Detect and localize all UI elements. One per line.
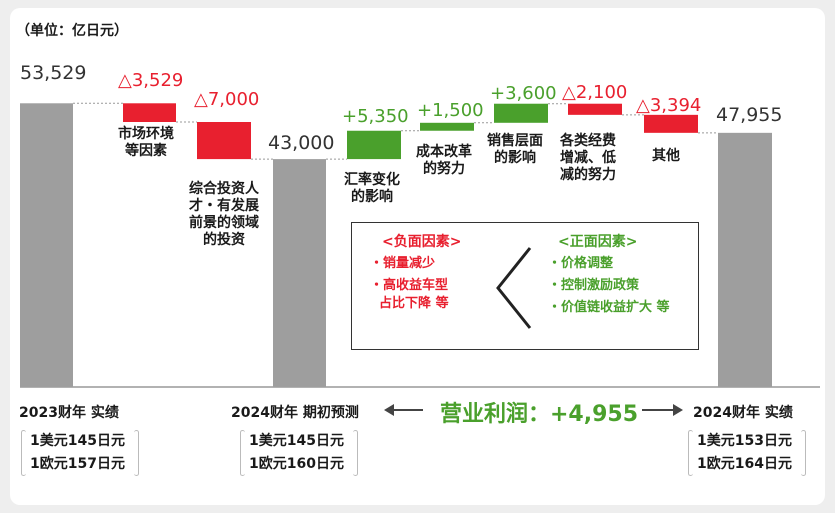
value-label: △7,000 <box>194 89 260 110</box>
category-label: 成本改革 的努力 <box>416 144 472 177</box>
category-label: 市场环境 等因素 <box>118 126 174 159</box>
chevron-left-icon <box>496 247 532 329</box>
value-label: +5,350 <box>342 106 409 127</box>
negative-factors-title: <负面因素> <box>382 234 462 250</box>
operating-profit-label: 营业利润：+4,955 <box>440 402 639 427</box>
bracket-right <box>134 430 139 476</box>
value-label: 47,955 <box>716 104 783 126</box>
total-bar <box>718 132 772 387</box>
arrow-line <box>642 409 674 411</box>
category-label: 汇率变化 的影响 <box>344 172 400 205</box>
factor-box: <负面因素> ・销量减少 ・高收益车型 占比下降 等 <正面因素> ・价格调整 … <box>351 222 699 350</box>
value-label: 53,529 <box>20 62 87 84</box>
arrow-line <box>393 409 423 411</box>
period-label: 2024财年 期初预测 <box>231 405 359 421</box>
bracket-right <box>353 430 358 476</box>
fx-rates: 1美元145日元 1欧元157日元 <box>30 433 125 472</box>
value-label: △2,100 <box>562 82 628 103</box>
decrease-bar <box>644 114 698 133</box>
value-label: +1,500 <box>417 100 484 121</box>
category-label: 综合投资人 才・有发展 前景的领域 的投资 <box>189 181 259 248</box>
value-label: △3,529 <box>118 70 184 91</box>
decrease-bar <box>197 122 251 160</box>
bracket-left <box>21 430 26 476</box>
fx-rates: 1美元153日元 1欧元164日元 <box>697 433 792 472</box>
category-label: 销售层面 的影响 <box>487 133 543 166</box>
negative-factor-item: ・高收益车型 占比下降 等 <box>370 278 449 311</box>
fx-rates: 1美元145日元 1欧元160日元 <box>249 433 344 472</box>
negative-factor-item: ・销量减少 <box>370 256 436 271</box>
bracket-right <box>801 430 806 476</box>
bracket-left <box>688 430 693 476</box>
decrease-bar <box>123 103 176 122</box>
decrease-bar <box>568 103 622 115</box>
value-label: 43,000 <box>268 132 335 154</box>
increase-bar <box>347 130 401 160</box>
value-label: +3,600 <box>490 83 557 104</box>
value-label: △3,394 <box>636 95 702 116</box>
period-label: 2024财年 实绩 <box>693 405 793 421</box>
positive-factor-item: ・价值链收益扩大 等 <box>548 300 670 315</box>
unit-label: （单位：亿日元） <box>16 23 128 39</box>
category-label: 各类经费 增减、低 减的努力 <box>560 133 616 183</box>
arrow-right-icon <box>673 404 683 416</box>
period-label: 2023财年 实绩 <box>19 405 119 421</box>
total-bar <box>20 103 73 388</box>
positive-factors-title: <正面因素> <box>558 234 638 250</box>
positive-factor-item: ・价格调整 <box>548 256 614 271</box>
increase-bar <box>494 103 548 123</box>
arrow-left-icon <box>384 404 394 416</box>
category-label: 其他 <box>652 148 680 164</box>
total-bar <box>273 159 326 387</box>
positive-factor-item: ・控制激励政策 <box>548 278 640 293</box>
bracket-left <box>240 430 245 476</box>
increase-bar <box>420 122 474 131</box>
